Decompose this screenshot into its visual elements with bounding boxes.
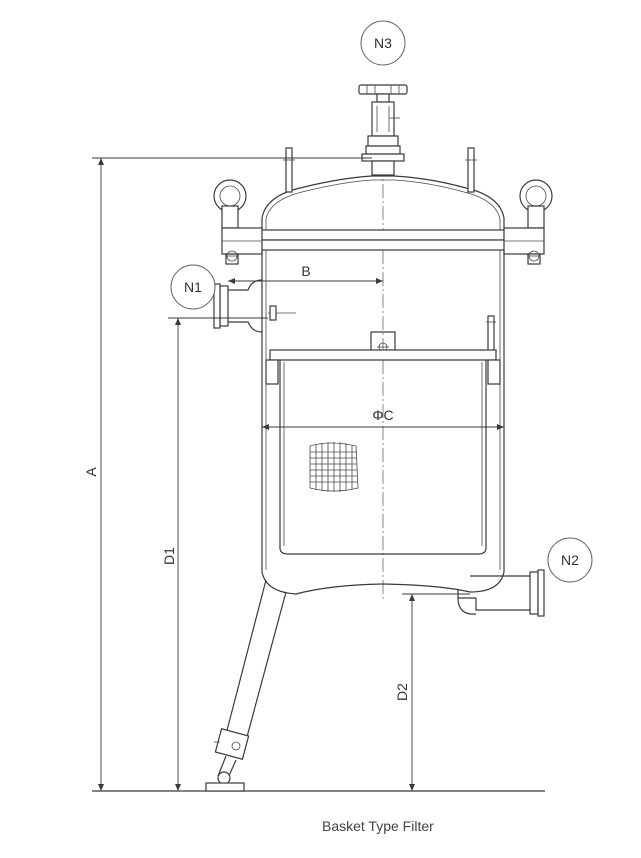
mesh-detail: [309, 442, 359, 492]
svg-text:N2: N2: [561, 552, 579, 568]
callout-n1: N1: [170, 264, 216, 310]
left-clamp: [213, 179, 263, 265]
label-c: ΦC: [372, 407, 393, 423]
label-b: B: [301, 263, 310, 279]
label-a: A: [83, 467, 99, 477]
label-d1: D1: [161, 547, 177, 565]
callout-n2: N2: [547, 537, 593, 583]
vessel-body: [261, 250, 505, 595]
svg-text:N1: N1: [184, 279, 202, 295]
filter-basket: [265, 349, 501, 555]
right-clamp: [503, 179, 553, 265]
figure-caption: Basket Type Filter: [322, 818, 434, 834]
callout-n3: N3: [360, 20, 406, 66]
dimension-a: [92, 157, 372, 791]
support-leg: [205, 579, 287, 792]
dimension-d2: [402, 593, 470, 791]
svg-text:N3: N3: [374, 35, 392, 51]
basket-handle: [370, 315, 496, 353]
label-d2: D2: [394, 683, 410, 701]
top-vent-valve: [358, 84, 408, 176]
dimension-d1: [168, 317, 268, 791]
inlet-nozzle: [213, 279, 296, 333]
outlet-nozzle: [457, 569, 545, 617]
